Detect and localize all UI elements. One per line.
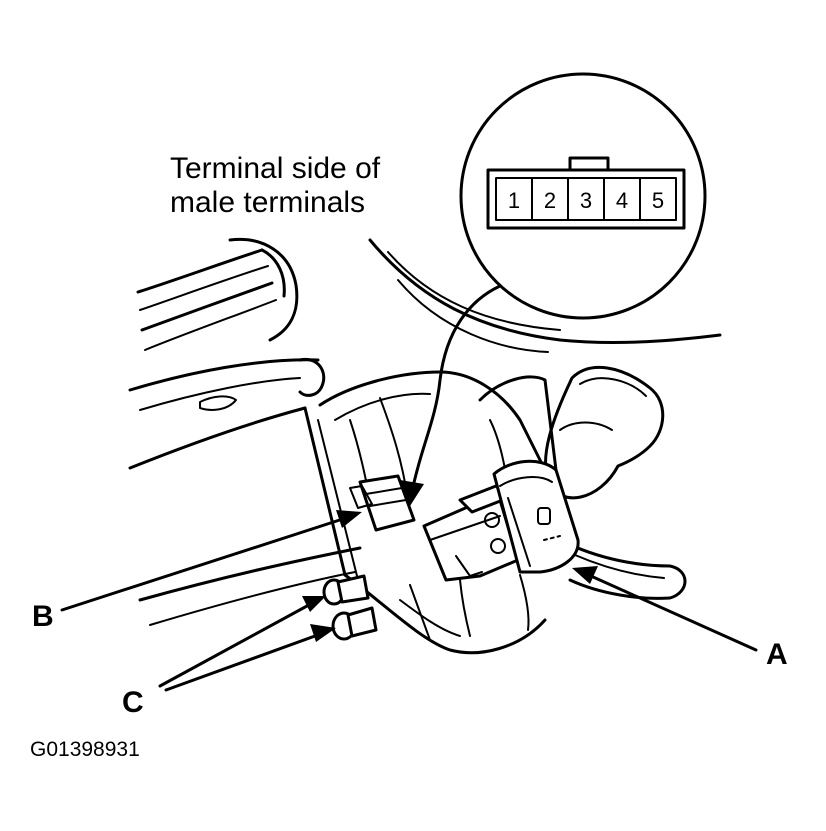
pin-label: 5 (652, 188, 664, 213)
connector-face: 1 2 3 4 5 (486, 156, 686, 230)
arrowhead-c-upper (302, 596, 326, 612)
arrowhead-b (336, 510, 362, 528)
pin-label: 4 (616, 188, 628, 213)
screws-c (322, 574, 378, 641)
switch-a (422, 459, 580, 582)
connector-b (349, 474, 416, 532)
callout-label-a: A (766, 638, 788, 671)
callout-label-c: C (122, 686, 144, 719)
arrowhead-a (572, 566, 598, 584)
screw-lower (331, 606, 378, 641)
caption-line-1: Terminal side of (170, 152, 381, 185)
terminal-detail-magnifier: 1 2 3 4 5 (400, 72, 707, 506)
figure-id: G01398931 (30, 738, 140, 761)
pin-label: 3 (580, 188, 592, 213)
screw-upper (322, 574, 370, 606)
pin-label: 2 (544, 188, 556, 213)
caption-line-2: male terminals (170, 186, 365, 219)
leader-lines (60, 510, 758, 692)
dashboard-outline (128, 237, 722, 655)
magnifier-arrowhead (400, 480, 424, 506)
callout-label-b: B (32, 600, 54, 633)
arrowhead-c-lower (310, 624, 336, 642)
pin-label: 1 (508, 188, 520, 213)
